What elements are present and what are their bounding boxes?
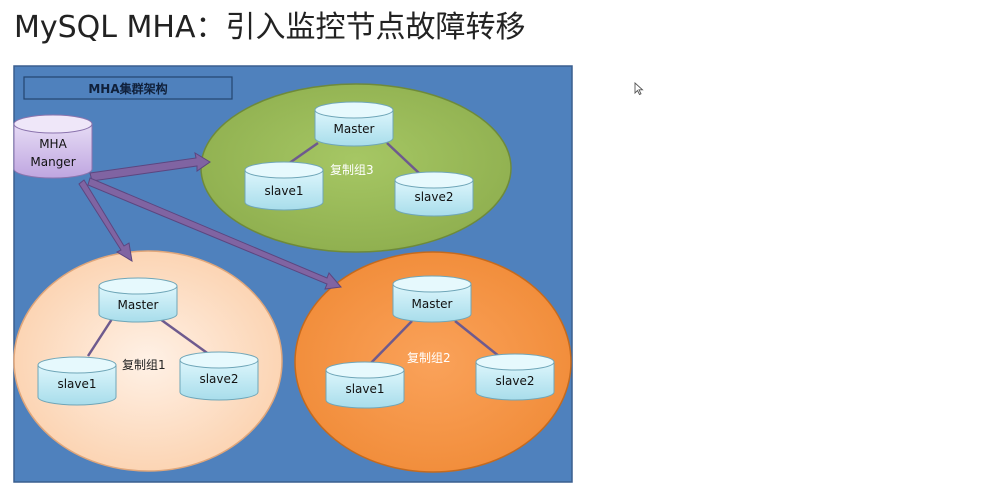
manager-arrows: [78, 151, 342, 290]
group1-slave2-db: slave2: [179, 351, 259, 401]
group3-master-label: Master: [334, 122, 375, 136]
group2-slave2-db: slave2: [475, 353, 555, 401]
mouse-cursor-icon: [634, 82, 644, 96]
page-title: MySQL MHA：引入监控节点故障转移: [14, 10, 526, 45]
arrow-to-group3: [89, 151, 211, 182]
replication-links: [86, 141, 501, 365]
manager-label-line1: MHA: [39, 137, 67, 151]
architecture-header: MHA集群架构: [23, 76, 233, 100]
group3-label: 复制组3: [330, 163, 374, 177]
mha-manager-node: MHA Manger: [13, 114, 93, 179]
group1-master-db: Master: [98, 277, 178, 323]
manager-label-line2: Manger: [30, 155, 75, 169]
arrow-to-group1: [78, 179, 133, 262]
group1-label: 复制组1: [122, 358, 166, 372]
group1-master-label: Master: [118, 298, 159, 312]
group1-slave1-db: slave1: [37, 356, 117, 406]
architecture-header-label: MHA集群架构: [88, 81, 167, 96]
replication-group-2-ellipse: [294, 251, 572, 473]
group3-slave2-label: slave2: [414, 190, 453, 204]
group3-slave1-db: slave1: [244, 161, 324, 211]
group2-master-label: Master: [412, 297, 453, 311]
group3-master-db: Master: [314, 101, 394, 147]
group2-slave2-label: slave2: [495, 374, 534, 388]
group2-slave1-label: slave1: [345, 382, 384, 396]
group3-slave1-label: slave1: [264, 184, 303, 198]
replication-group-1-ellipse: [13, 250, 283, 472]
group2-master-db: Master: [392, 275, 472, 323]
group2-slave1-db: slave1: [325, 361, 405, 409]
group1-slave1-label: slave1: [57, 377, 96, 391]
group1-slave2-label: slave2: [199, 372, 238, 386]
group2-label: 复制组2: [407, 351, 451, 365]
arrow-to-group2: [87, 177, 342, 290]
group3-slave2-db: slave2: [394, 171, 474, 217]
